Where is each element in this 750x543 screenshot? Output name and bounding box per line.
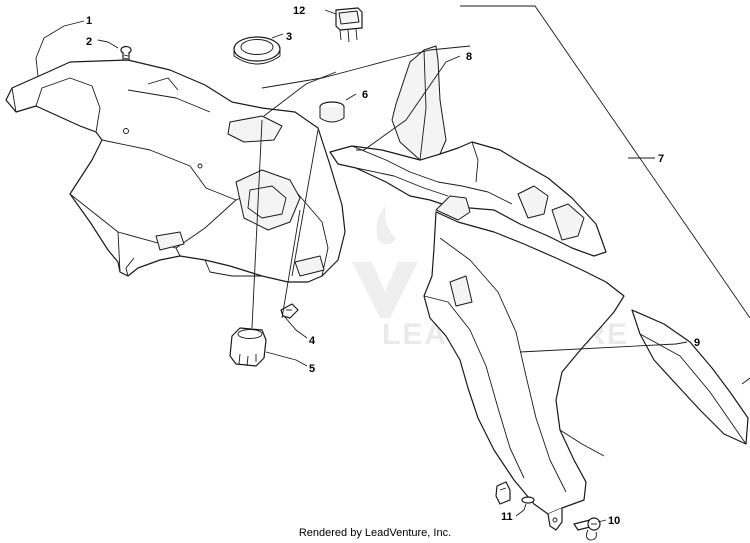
group-bracket-line — [460, 5, 750, 385]
part-ignition-switch — [229, 327, 267, 367]
part-front-dash-panel — [5, 59, 346, 283]
callout-12: 12 — [293, 5, 305, 17]
callout-11: 11 — [501, 511, 513, 523]
callouts: 1 2 3 4 5 6 7 8 9 10 11 12 — [86, 5, 700, 527]
callout-8: 8 — [466, 51, 472, 63]
part-ring-bezel — [233, 36, 281, 65]
part-flap — [631, 309, 749, 445]
callout-4: 4 — [309, 335, 316, 347]
callout-2: 2 — [86, 36, 92, 48]
callout-1: 1 — [86, 15, 92, 27]
callout-9: 9 — [694, 337, 700, 349]
callout-10: 10 — [608, 515, 620, 527]
part-bolt — [573, 517, 601, 541]
leader-lines — [35, 9, 688, 523]
part-upper-side-panel — [329, 45, 607, 257]
part-clip — [495, 481, 535, 505]
watermark-logo-icon — [352, 205, 418, 318]
footer-credit: Rendered by LeadVenture, Inc. — [298, 527, 452, 539]
part-screw — [120, 45, 132, 61]
part-side-fender — [423, 211, 625, 531]
part-rocker-switch — [335, 7, 363, 43]
callout-6: 6 — [362, 89, 368, 101]
callout-3: 3 — [286, 31, 292, 43]
callout-5: 5 — [309, 363, 315, 375]
callout-7: 7 — [658, 153, 664, 165]
part-plug-cap — [319, 101, 345, 123]
